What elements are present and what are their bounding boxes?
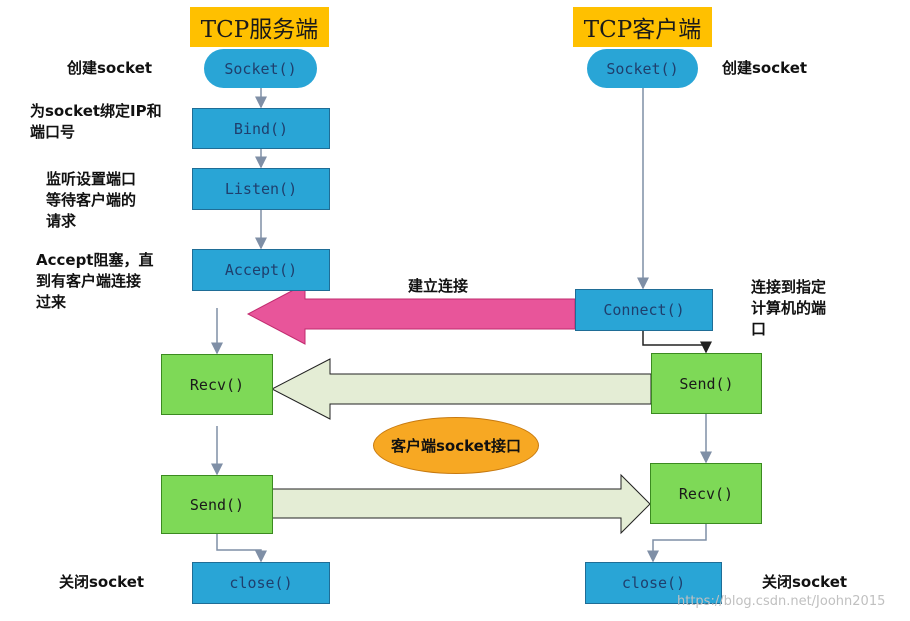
client-socket-node: Socket(): [587, 49, 698, 88]
client-close-label: 关闭socket: [762, 573, 848, 591]
client-create-label: 创建socket: [722, 59, 808, 77]
connection-arrow: [246, 283, 576, 345]
client-recv-node: Recv(): [650, 463, 762, 524]
watermark: https://blog.csdn.net/Joohn2015: [677, 594, 886, 609]
client-socket-interface-oval: 客户端socket接口: [373, 417, 539, 474]
server-close-label: 关闭socket: [59, 573, 145, 591]
establish-connection-label: 建立连接: [408, 277, 469, 295]
server-send-to-close-line: [216, 534, 267, 563]
server-title: TCP服务端: [190, 7, 329, 47]
server-bind-label: 为socket绑定IP和 端口号: [30, 102, 162, 141]
server-listen-label: 监听设置端口 等待客户端的 请求: [46, 170, 137, 230]
server-create-label: 创建socket: [67, 59, 153, 77]
server-bind-node: Bind(): [192, 108, 330, 149]
client-connect-node: Connect(): [575, 289, 713, 331]
client-send-node: Send(): [651, 353, 762, 414]
client-connect-label: 连接到指定 计算机的端 口: [751, 278, 827, 338]
client-recv-to-close-line: [647, 524, 707, 563]
server-accept-label: Accept阻塞，直 到有客户端连接 过来: [36, 251, 154, 311]
client-close-node: close(): [585, 562, 722, 604]
client-send-to-server-recv-arrow: [270, 358, 652, 420]
server-close-node: close(): [192, 562, 330, 604]
server-listen-node: Listen(): [192, 168, 330, 210]
server-send-node: Send(): [161, 475, 273, 534]
server-socket-node: Socket(): [204, 49, 317, 88]
client-title: TCP客户端: [573, 7, 712, 47]
client-connect-to-send-line: [642, 331, 712, 354]
server-send-to-client-recv-arrow: [271, 473, 651, 535]
server-recv-node: Recv(): [161, 354, 273, 415]
server-accept-node: Accept(): [192, 249, 330, 291]
